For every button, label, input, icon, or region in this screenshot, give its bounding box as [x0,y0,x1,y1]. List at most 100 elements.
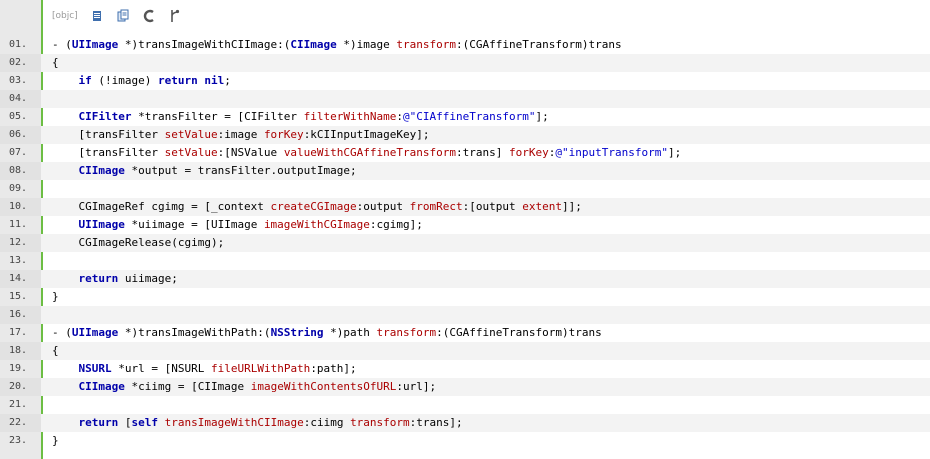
code-line: 08. CIImage *output = transFilter.output… [0,162,930,180]
code-token [52,218,79,231]
code-token: :cgimg]; [369,218,423,231]
code-token: NSURL [78,362,112,375]
code-line: 15.} [0,288,930,306]
code-token: @"CIAffineTransform" [403,110,536,123]
code-token: :path]; [310,362,357,375]
code-line: 05. CIFilter *transFilter = [CIFilter fi… [0,108,930,126]
line-number: 14. [0,270,41,288]
code-token: *uiimage = [UIImage [124,218,264,231]
code-token [52,164,79,177]
code-line: 14. return uiimage; [0,270,930,288]
code-line: 19. NSURL *url = [NSURL fileURLWithPath:… [0,360,930,378]
code-token: :trans]; [409,416,463,429]
code-line: 09. [0,180,930,198]
fork-button[interactable] [166,7,184,25]
code-token: UIImage [71,326,119,339]
line-source: NSURL *url = [NSURL fileURLWithPath:path… [52,360,357,378]
line-number: 18. [0,342,41,360]
code-token: *url = [NSURL [111,362,211,375]
code-line: 20. CIImage *ciimg = [CIImage imageWithC… [0,378,930,396]
code-token: UIImage [71,38,119,51]
line-source: return uiimage; [52,270,178,288]
line-number: 11. [9,219,28,230]
code-line: 11. UIImage *uiimage = [UIImage imageWit… [0,216,930,234]
code-token: : [396,110,404,123]
line-source: return [self transImageWithCIImage:ciimg… [52,414,463,432]
line-number: 06. [0,126,41,144]
line-number: 07. [9,147,28,158]
line-number: 16. [0,306,41,324]
code-token: CIFilter [78,110,132,123]
code-token: setValue [164,128,218,141]
code-line: 10. CGImageRef cgimg = [_context createC… [0,198,930,216]
line-number: 05. [9,111,28,122]
code-token: imageWithCGImage [263,218,370,231]
code-token: forKey [263,128,304,141]
code-token: *output = transFilter.outputImage; [124,164,357,177]
code-token: [transFilter [52,146,165,159]
code-token: createCGImage [270,200,357,213]
code-token: transform [376,326,437,339]
code-token: *ciimg = [CIImage [124,380,251,393]
code-line: 02.{ [0,54,930,72]
fork-icon [170,9,179,22]
code-token: } [52,290,59,303]
line-number: 22. [0,414,41,432]
highlight-button[interactable] [140,7,158,25]
line-source: { [52,54,59,72]
code-token: *)path [323,326,377,339]
code-line: 18. { [0,342,930,360]
line-number: 19. [9,363,28,374]
code-token: filterWithName [303,110,397,123]
line-number: 03. [9,75,28,86]
code-block: 01.- (UIImage *)transImageWithCIImage:(C… [0,36,930,450]
code-token: :output [356,200,410,213]
code-token: :[NSValue [217,146,284,159]
code-token: ]; [535,110,549,123]
code-token: fileURLWithPath [210,362,311,375]
line-source: [transFilter setValue:image forKey:kCIIn… [52,126,430,144]
code-line: 06. [transFilter setValue:image forKey:k… [0,126,930,144]
code-token: { [52,56,59,69]
code-token: CGImageRelease(cgimg); [52,236,225,249]
code-token: if [78,74,92,87]
copy-button[interactable] [114,7,132,25]
code-line: 03. if (!image) return nil; [0,72,930,90]
language-label: [objc] [52,11,78,21]
code-line: 17.- (UIImage *)transImageWithPath:(NSSt… [0,324,930,342]
line-number: 13. [9,255,28,266]
code-token: (!image) [91,74,158,87]
code-token [52,416,79,429]
code-token: transform [396,38,456,51]
code-token: CGImageRef cgimg = [_context [52,200,271,213]
code-token: { [52,344,59,357]
code-token: :(CGAffineTransform)trans [456,38,622,51]
code-line: 04. [0,90,930,108]
code-token: ]]; [561,200,582,213]
gutter-separator [41,0,43,459]
code-token: :ciimg [303,416,351,429]
copy-icon [117,9,129,22]
line-source: UIImage *uiimage = [UIImage imageWithCGI… [52,216,423,234]
line-number: 12. [0,234,41,252]
code-token: [ [118,416,132,429]
code-line: 22. return [self transImageWithCIImage:c… [0,414,930,432]
code-token: :kCIInputImageKey]; [303,128,430,141]
view-source-button[interactable] [88,7,106,25]
line-number: 08. [0,162,41,180]
code-token: - ( [52,38,72,51]
code-token: forKey [508,146,549,159]
code-token [52,110,79,123]
code-token: return [157,74,198,87]
code-token: *)image [336,38,397,51]
code-token: setValue [164,146,218,159]
line-number: 20. [0,378,41,396]
code-token: CIImage [78,380,125,393]
code-token: fromRect [409,200,463,213]
line-source: CIImage *output = transFilter.outputImag… [52,162,357,180]
line-source: - (UIImage *)transImageWithPath:(NSStrin… [52,324,602,342]
code-token: @"inputTransform" [555,146,668,159]
line-number: 10. [0,198,41,216]
code-token: return [78,272,119,285]
